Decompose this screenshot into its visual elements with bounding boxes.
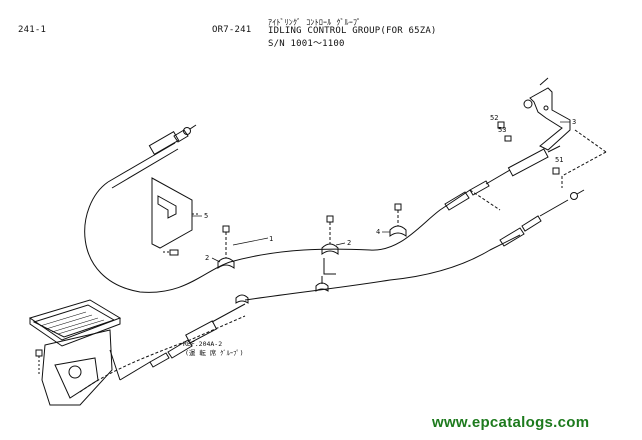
mounting-bracket xyxy=(151,177,200,249)
cable-end-upper-right xyxy=(444,145,561,211)
reference-note: (運 転 席 ｸﾞﾙｰﾌﾟ) xyxy=(185,348,244,357)
callout-4: 4 xyxy=(376,228,380,236)
idling-cable xyxy=(84,181,471,293)
cable-lower-run xyxy=(244,234,521,301)
callout-1: 1 xyxy=(269,235,273,243)
callout-53: 53 xyxy=(498,126,506,134)
accelerator-pedal-assembly xyxy=(28,299,122,406)
leader-lines xyxy=(79,129,607,393)
callout-52: 52 xyxy=(490,114,498,122)
cable-clamp-lower xyxy=(235,276,329,304)
group-title-kana: ｱｲﾄﾞﾘﾝｸﾞ ｺﾝﾄﾛｰﾙ ｸﾞﾙｰﾌﾟ xyxy=(268,18,362,27)
lever-bracket xyxy=(523,77,571,151)
callout-2-right: 2 xyxy=(347,239,351,247)
bracket-bolt xyxy=(163,249,179,256)
reference-code: REF.204A-2 xyxy=(183,340,222,348)
cable-end-lower-left xyxy=(119,303,246,381)
callout-5: 5 xyxy=(204,212,208,220)
cable-clamp-4 xyxy=(389,203,407,237)
cable-end-lower-right xyxy=(499,189,585,247)
serial-range: S/N 1001～1100 xyxy=(268,39,345,49)
cable-knob-assembly xyxy=(107,124,197,189)
watermark: www.epcatalogs.com xyxy=(432,414,590,431)
callout-3: 3 xyxy=(572,118,576,126)
callout-51: 51 xyxy=(555,156,563,164)
group-title: IDLING CONTROL GROUP(FOR 65ZA) xyxy=(268,26,437,36)
callout-2-left: 2 xyxy=(205,254,209,262)
group-code: OR7-241 xyxy=(212,25,252,35)
cable-clamp-right xyxy=(321,215,339,275)
page-number: 241-1 xyxy=(18,25,47,35)
cable-clamp-left xyxy=(217,225,235,269)
hardware-nuts xyxy=(497,121,560,175)
